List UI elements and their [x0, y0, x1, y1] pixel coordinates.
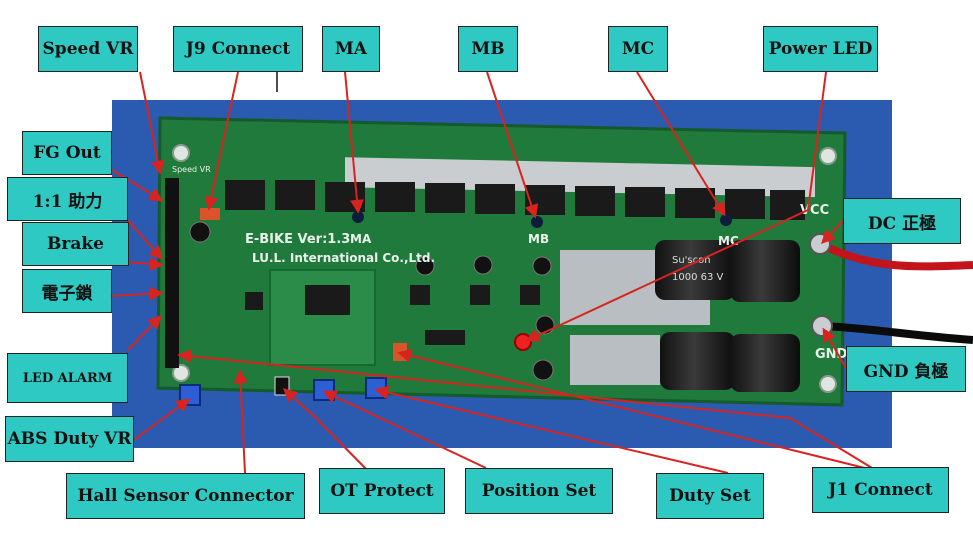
- arrow-j9: [204, 71, 239, 211]
- callout-led-alarm: LED ALARM: [7, 353, 128, 403]
- arrow-abs-duty: [133, 398, 191, 441]
- power-led: [514, 333, 532, 351]
- daughter-board: [269, 269, 376, 366]
- arrow-speed-vr: [139, 71, 165, 175]
- callout-assist: 1:1 助力: [7, 177, 128, 221]
- silk-vcc: VCC: [800, 203, 829, 218]
- hole-ma: [352, 211, 364, 223]
- arrow-j1-b: [397, 348, 878, 472]
- hole-mc: [720, 214, 732, 226]
- arrow-position: [322, 390, 487, 469]
- arrow-mc: [636, 71, 726, 217]
- callout-ma: MA: [322, 26, 380, 72]
- ic-chip: [305, 285, 350, 315]
- callout-gnd-negative: GND 負極: [846, 346, 966, 392]
- callout-brake: Brake: [22, 222, 129, 266]
- hole-mb: [531, 216, 543, 228]
- silk-company: LU.L. International Co.,Ltd.: [252, 251, 435, 265]
- silk-ma: MA: [350, 232, 372, 246]
- arrow-hall: [233, 369, 248, 474]
- arrow-dc: [821, 220, 844, 245]
- callout-ot-protect: OT Protect: [319, 468, 445, 514]
- callout-position-set: Position Set: [465, 468, 613, 514]
- callout-duty-set: Duty Set: [656, 473, 764, 519]
- large-capacitors: [655, 240, 800, 392]
- callout-mb: MB: [458, 26, 518, 72]
- red-wire: [818, 240, 973, 271]
- black-wire: [821, 322, 973, 344]
- arrow-gnd: [822, 327, 847, 369]
- callout-abs-duty-vr: ABS Duty VR: [5, 416, 134, 462]
- arrow-j1: [177, 349, 878, 472]
- silk-mb: MB: [528, 232, 549, 246]
- cap-brand: Su'scon: [672, 255, 711, 266]
- arrow-brake: [128, 256, 164, 271]
- silk-speed: Speed VR: [172, 165, 211, 174]
- silk-board-title: E-BIKE Ver:1.3: [245, 232, 350, 247]
- arrow-fg-out: [111, 169, 164, 202]
- arrow-ot: [282, 388, 371, 474]
- cap-value: 1000 63 V: [672, 272, 724, 283]
- arrow-e-lock: [111, 286, 164, 301]
- mounting-holes: [172, 144, 837, 393]
- callout-fg-out: FG Out: [22, 131, 112, 175]
- callout-power-led: Power LED: [763, 26, 878, 72]
- arrow-duty: [374, 385, 729, 474]
- silk-gnd: GND: [815, 347, 848, 362]
- callout-e-lock: 電子鎖: [22, 269, 112, 313]
- callout-mc: MC: [608, 26, 668, 72]
- callout-j9-connect: J9 Connect: [173, 26, 303, 72]
- arrow-power-led: [525, 71, 827, 342]
- leader-arrows: [111, 71, 878, 474]
- arrow-mb: [486, 71, 539, 219]
- callout-hall-sensor-connector: Hall Sensor Connector: [66, 473, 305, 519]
- arrow-ma: [344, 71, 364, 214]
- arrow-led-alarm: [127, 314, 162, 351]
- callout-j1-connect: J1 Connect: [812, 467, 949, 513]
- arrow-assist: [127, 219, 163, 261]
- mosfet-row: [225, 180, 805, 220]
- callout-dc-positive: DC 正極: [843, 198, 961, 244]
- callout-speed-vr: Speed VR: [38, 26, 138, 72]
- terminal-gnd: [811, 315, 833, 337]
- small-ics: [245, 285, 540, 345]
